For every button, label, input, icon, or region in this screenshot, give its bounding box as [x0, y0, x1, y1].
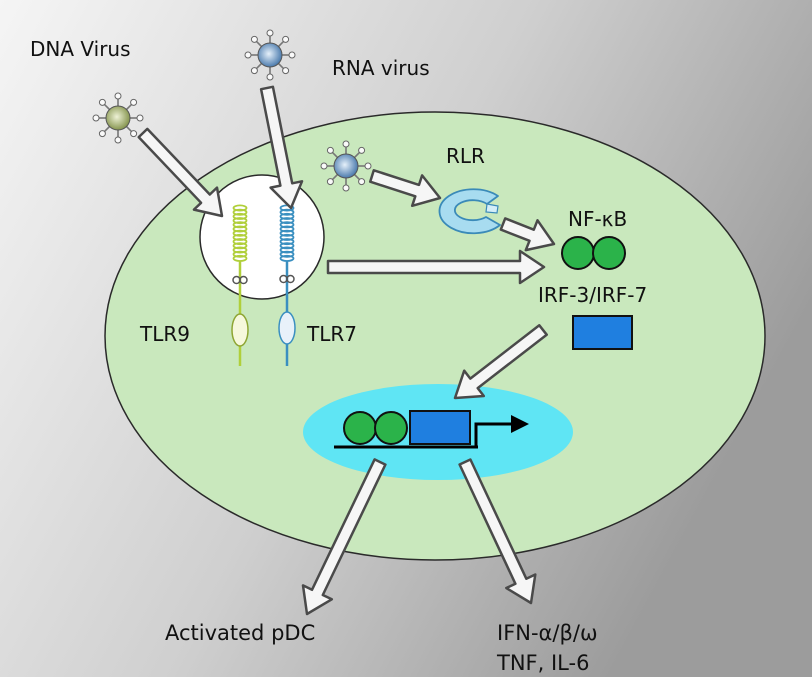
transcription-start-arrow [474, 422, 514, 447]
gene-promoter [334, 410, 529, 449]
rlr-label: RLR [446, 144, 485, 168]
tlr9-label: TLR9 [139, 322, 190, 346]
tlr9-knot [239, 275, 248, 285]
pdc-cell [104, 111, 766, 561]
irf-label: IRF-3/IRF-7 [538, 283, 647, 307]
arrow-rlr-to-nfkb [499, 217, 556, 252]
rna-virus-label: RNA virus [332, 56, 430, 80]
activated-pdc-label: Activated pDC [165, 621, 315, 645]
nfkb-subunit [592, 236, 626, 270]
arrow-irf-to-nucleus [453, 324, 548, 400]
nuclear-nfkb-subunit [374, 411, 408, 445]
nuclear-nfkb-subunit [343, 411, 377, 445]
nuclear-irf-block [409, 410, 471, 445]
tlr7-tir-domain [278, 311, 296, 345]
rlr-inner-lobe [485, 203, 499, 214]
irf-block [572, 315, 633, 350]
arrow-virus-to-rlr [368, 169, 442, 208]
transcription-arrowhead [511, 415, 529, 433]
tlr9-receptor [231, 204, 249, 366]
arrow-endosome-to-nfkb [326, 249, 546, 285]
rna-virus-icon [244, 29, 296, 81]
dna-virus-icon [92, 92, 144, 144]
nfkb-dimer [561, 236, 626, 270]
arrow-to-cytokines [458, 458, 537, 605]
nfkb-subunit [561, 236, 595, 270]
tlr7-receptor [278, 204, 296, 366]
arrow-rna-virus-to-endosome [259, 85, 304, 210]
tlr7-label: TLR7 [306, 322, 357, 346]
cytosolic-rna-virus-icon [320, 140, 372, 192]
arrow-to-activated-pdc [301, 458, 387, 616]
dna-virus-label: DNA Virus [30, 37, 131, 61]
cytokines-label: TNF, IL-6 [496, 651, 589, 675]
rlr-icon [438, 188, 501, 235]
arrow-dna-virus-to-endosome [137, 127, 224, 218]
nfkb-label: NF-κB [568, 207, 627, 231]
tlr7-knot [286, 274, 295, 284]
interferons-label: IFN-α/β/ω [497, 621, 598, 645]
tlr9-tir-domain [231, 313, 249, 347]
